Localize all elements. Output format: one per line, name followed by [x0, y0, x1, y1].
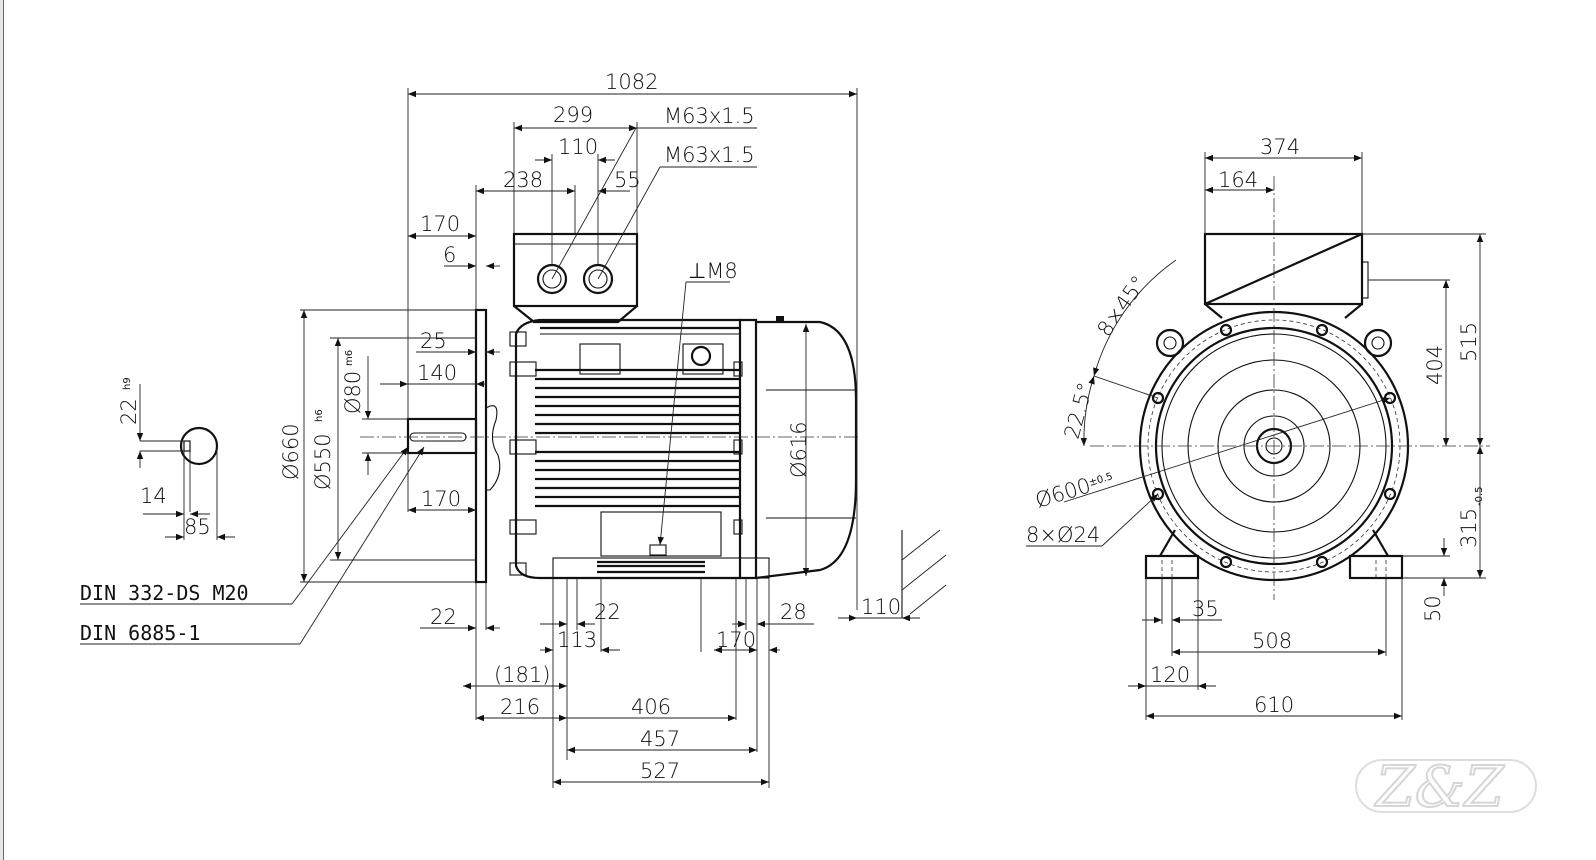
end-dim-foot-hole-spacing: 508 — [1252, 629, 1292, 653]
side-view: 1082 299 110 238 55 170 6 M63x1.5 M63x1.… — [80, 70, 947, 788]
spigot-section — [485, 405, 501, 491]
lifting-eye — [690, 345, 712, 367]
dim-shaft-to-foot-ref: (181) — [494, 663, 550, 687]
dim-foot-width: 22 — [594, 600, 621, 624]
dim-shaft-length-lower: 170 — [421, 487, 461, 511]
dim-c: 216 — [500, 695, 540, 719]
dim-spigot-tol: h6 — [314, 409, 325, 422]
dim-flange-gap: 6 — [443, 243, 456, 267]
end-dim-pitch-circle: Ø600 — [1032, 473, 1093, 513]
flange — [474, 308, 488, 584]
dim-gland-offset: 55 — [614, 168, 641, 192]
earth-terminal — [649, 544, 667, 556]
gland-thread-2: M63x1.5 — [664, 143, 755, 167]
dim-terminal-offset: 238 — [503, 168, 543, 192]
dim-foot-offset: 113 — [557, 628, 597, 652]
end-dim-hole-start: 22.5° — [1060, 380, 1098, 442]
tie-bolts — [509, 331, 743, 576]
lifting-lug-right — [1363, 328, 1393, 358]
dim-spigot-diameter: Ø550 — [311, 433, 335, 490]
dim-flange-thickness: 22 — [430, 605, 457, 629]
earth-label: ⊥M8 — [688, 259, 738, 283]
end-dim-terminal-box-offset: 164 — [1218, 168, 1258, 192]
end-dim-foot-hole-width: 35 — [1192, 597, 1219, 621]
dim-shaft-length: 170 — [420, 212, 460, 236]
end-view: 374 164 8×45° 22.5° Ø600 ±0.5 8×Ø24 404 … — [1026, 135, 1490, 720]
note-key: DIN 6885-1 — [80, 621, 200, 645]
dim-shaft-tol: m6 — [344, 350, 355, 366]
end-dim-shaft-height-tol: -0.5 — [1474, 486, 1485, 506]
dim-shaft-diameter: Ø80 — [341, 371, 365, 414]
end-dim-pitch-tol: ±0.5 — [1088, 471, 1114, 489]
fan-cover — [755, 320, 858, 580]
end-dim-overall-height: 515 — [1457, 322, 1481, 362]
end-dim-hole-pattern: 8×Ø24 — [1026, 523, 1100, 547]
cooling-fins — [535, 326, 740, 508]
end-dim-foot-thickness: 50 — [1421, 595, 1445, 622]
watermark-logo: Z&Z — [1355, 754, 1537, 821]
keyway — [183, 440, 191, 452]
grease-nipple — [776, 316, 784, 322]
dim-overall-length: 1082 — [605, 70, 658, 94]
shaft — [406, 417, 478, 455]
dim-terminal-box-width: 299 — [553, 103, 593, 127]
dim-fan-clearance: 110 — [861, 595, 901, 619]
flange-holes — [1151, 323, 1397, 569]
end-dim-terminal-box-width: 374 — [1260, 135, 1300, 159]
end-dim-overall-width: 610 — [1254, 693, 1294, 717]
eyebolt-boss — [682, 343, 724, 375]
dim-key-length: 140 — [417, 361, 457, 385]
nameplate — [579, 343, 621, 375]
shaft-height-85: 85 — [184, 515, 211, 539]
shaft-section: 22 h9 14 85 — [117, 377, 235, 541]
dim-spigot-length: 25 — [420, 329, 447, 353]
shaft-key-depth: 14 — [140, 484, 167, 508]
dim-b: 406 — [631, 695, 671, 719]
feet — [552, 557, 770, 579]
shaft-key-width: 22 — [117, 398, 141, 425]
stator-frame — [514, 318, 742, 580]
shaft-key-width-tol: h9 — [122, 377, 133, 390]
end-dim-height-to-box: 404 — [1423, 345, 1447, 385]
page-border — [0, 0, 4, 860]
dim-b2: 457 — [640, 727, 680, 751]
terminal-box-base — [513, 305, 638, 324]
gland-thread-1: M63x1.5 — [664, 104, 755, 128]
dim-foot-total: 527 — [640, 759, 680, 783]
dim-fan-cover-diameter: Ø616 — [787, 421, 811, 478]
watermark-text: Z&Z — [1374, 755, 1505, 820]
end-dim-foot-width: 120 — [1150, 663, 1190, 687]
dim-foot-edge: 28 — [780, 600, 807, 624]
lifting-lug-left — [1155, 328, 1185, 358]
dim-flange-diameter: Ø660 — [279, 423, 303, 480]
dim-gland-spacing: 110 — [558, 135, 598, 159]
terminal-box — [512, 232, 639, 308]
end-dim-shaft-height: 315 — [1457, 508, 1481, 548]
dim-foot-length: 170 — [716, 628, 756, 652]
note-centre-hole: DIN 332-DS M20 — [80, 581, 249, 605]
foot-pad — [600, 511, 722, 557]
fan-cover-ring — [740, 318, 758, 580]
end-dim-hole-pitch: 8×45° — [1092, 271, 1151, 341]
